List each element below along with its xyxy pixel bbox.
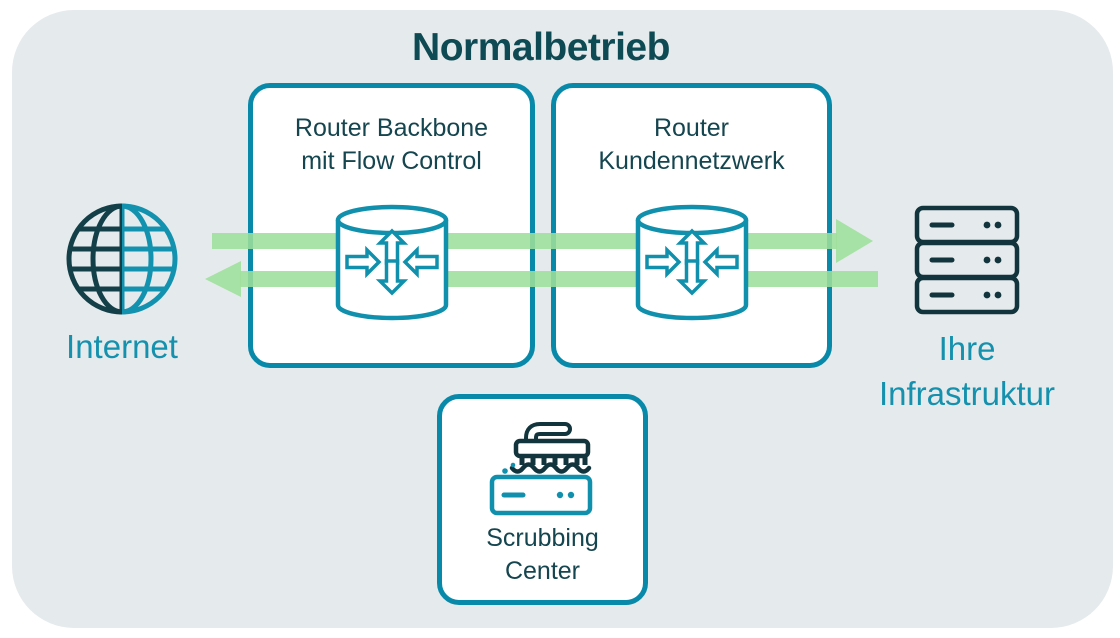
router-customer-label-line2: Kundennetzwerk	[598, 147, 785, 175]
scrubbing-center-label-line2: Center	[504, 557, 581, 585]
infrastructure-label: Ihre Infrastruktur	[842, 326, 1092, 416]
infrastructure-label-line2: Infrastruktur	[878, 375, 1056, 412]
infrastructure-label-line1: Ihre	[938, 330, 996, 367]
router-backbone-label-line1: Router Backbone	[294, 114, 489, 142]
scrubbing-center-label: Scrubbing Center	[437, 522, 648, 588]
router-backbone-label: Router Backbone mit Flow Control	[248, 112, 535, 178]
router-customer-label: Router Kundennetzwerk	[551, 112, 832, 178]
scrubbing-center-label-line1: Scrubbing	[486, 524, 599, 552]
router-backbone-label-line2: mit Flow Control	[301, 147, 482, 175]
diagram-title: Normalbetrieb	[412, 26, 670, 69]
internet-label: Internet	[66, 328, 178, 365]
router-customer-label-line1: Router	[653, 114, 730, 142]
